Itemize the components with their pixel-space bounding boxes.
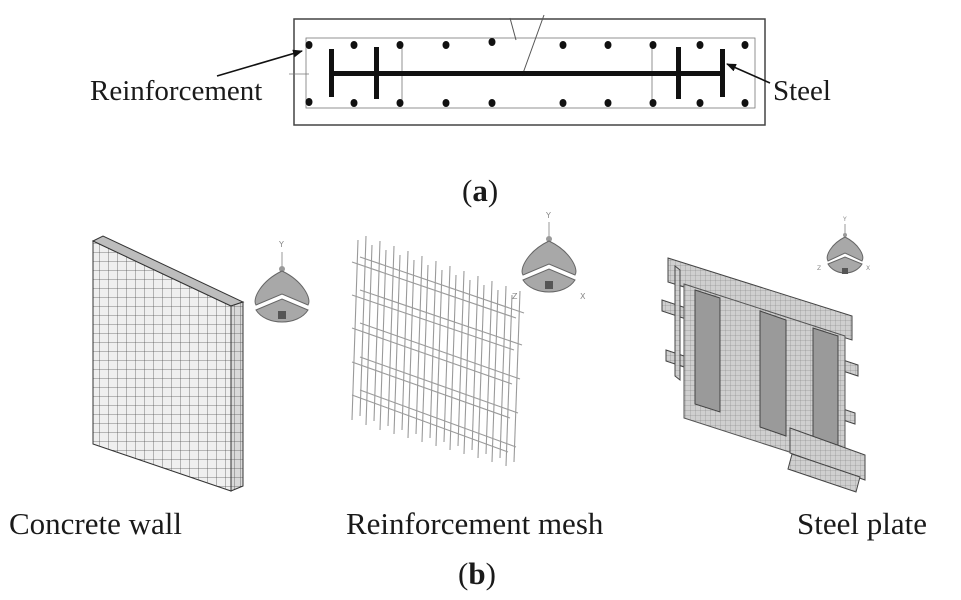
axis-triad-icon: Y Z X xyxy=(512,211,586,301)
svg-text:Z: Z xyxy=(817,265,821,272)
concrete-wall-label: Concrete wall xyxy=(9,506,183,541)
svg-text:Y: Y xyxy=(278,240,284,249)
steel-plate-model xyxy=(661,257,866,493)
svg-text:Z: Z xyxy=(512,292,518,301)
reinforcement-label: Reinforcement xyxy=(90,75,263,107)
reinforcement-arrow xyxy=(216,49,303,77)
subfigure-b-caption: (b) xyxy=(458,556,496,591)
steel-flange xyxy=(329,49,334,97)
concrete-wall-model xyxy=(91,235,245,492)
subfigure-a-caption: (a) xyxy=(462,173,499,208)
steel-label: Steel xyxy=(773,75,831,107)
subfigure-a-letter: a xyxy=(472,173,488,208)
steel-web xyxy=(330,71,723,76)
cross-section xyxy=(289,14,766,126)
steel-plate-label: Steel plate xyxy=(797,506,927,541)
reinforcement-mesh-label: Reinforcement mesh xyxy=(346,506,604,541)
svg-text:Y: Y xyxy=(545,211,551,220)
steel-arrow xyxy=(726,63,771,84)
svg-text:X: X xyxy=(580,292,586,301)
stirrup-outline xyxy=(305,37,756,109)
subfigure-b-letter: b xyxy=(468,556,486,591)
reinforcement-mesh-model xyxy=(351,235,525,467)
svg-text:Y: Y xyxy=(842,216,847,223)
steel-flange xyxy=(720,49,725,97)
steel-flange xyxy=(374,47,379,99)
steel-flange xyxy=(676,47,681,99)
axis-triad-icon: Y Z X xyxy=(817,216,870,274)
rebar-dots xyxy=(305,38,749,107)
svg-text:X: X xyxy=(866,265,870,272)
axis-triad-icon: Y xyxy=(254,240,310,323)
